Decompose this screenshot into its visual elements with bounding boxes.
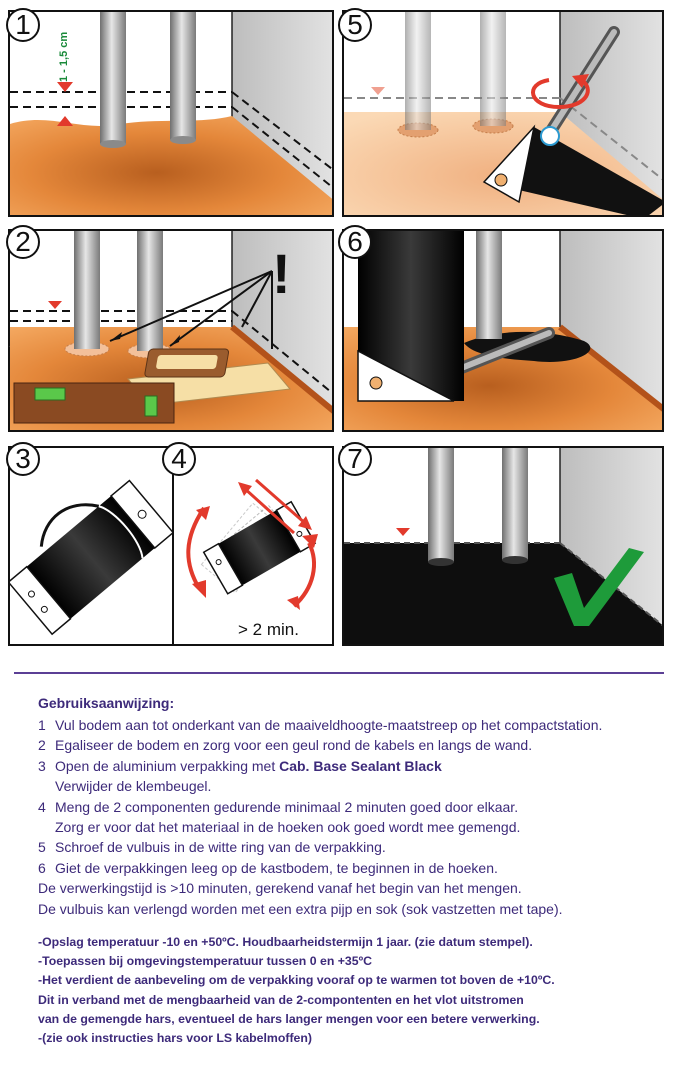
product-name: Cab. Base Sealant Black <box>279 757 442 774</box>
step-7-panel <box>342 446 664 646</box>
warning-mark: ! <box>272 242 291 305</box>
instruction-step-3-cont: Verwijder de klembeugel. <box>55 778 212 795</box>
checkmark-icon <box>554 548 644 626</box>
duration-label: > 2 min. <box>238 620 299 639</box>
instruction-step-4-cont: Zorg er voor dat het materiaal in de hoe… <box>55 819 521 836</box>
step-2-illustration <box>10 231 332 430</box>
step-number-2: 2 <box>6 225 40 259</box>
step-number-4: 4 <box>162 442 196 476</box>
step-3-panel <box>8 446 174 646</box>
instruction-extra-2: De vulbuis kan verlengd worden met een e… <box>38 900 563 917</box>
instructions-title: Gebruiksaanwijzing: <box>38 695 175 711</box>
step-7-illustration <box>344 448 662 644</box>
step-number-7: 7 <box>338 442 372 476</box>
step-5-panel <box>342 10 664 217</box>
note-5: van de gemengde hars, eventueel de hars … <box>38 1011 540 1026</box>
step-2-panel: ! <box>8 229 334 432</box>
instruction-extra-1: De verwerkingstijd is >10 minuten, gerek… <box>38 880 522 897</box>
section-divider <box>14 672 664 674</box>
step-1-panel: 1 - 1,5 cm <box>8 10 334 217</box>
note-3: -Het verdient de aanbeveling om de verpa… <box>38 973 555 988</box>
height-label: 1 - 1,5 cm <box>58 31 70 82</box>
note-2: -Toepassen bij omgevingstemperatuur tuss… <box>38 954 372 969</box>
step-4-illustration <box>174 448 332 644</box>
step-number-3: 3 <box>6 442 40 476</box>
step-5-illustration <box>344 12 662 215</box>
step-3-illustration <box>10 448 172 644</box>
note-6: -(zie ook instructies hars voor LS kabel… <box>38 1031 313 1046</box>
step-number-5: 5 <box>338 8 372 42</box>
note-1: -Opslag temperatuur -10 en +50ºC. Houdba… <box>38 935 533 950</box>
step-6-panel <box>342 229 664 432</box>
step-number-6: 6 <box>338 225 372 259</box>
step-number-1: 1 <box>6 8 40 42</box>
step-1-illustration <box>10 12 332 215</box>
step-6-illustration <box>344 231 662 430</box>
step-4-panel: > 2 min. <box>174 446 334 646</box>
note-4: Dit in verband met de mengbaarheid van d… <box>38 992 524 1007</box>
stray-dot: . <box>8 339 11 350</box>
